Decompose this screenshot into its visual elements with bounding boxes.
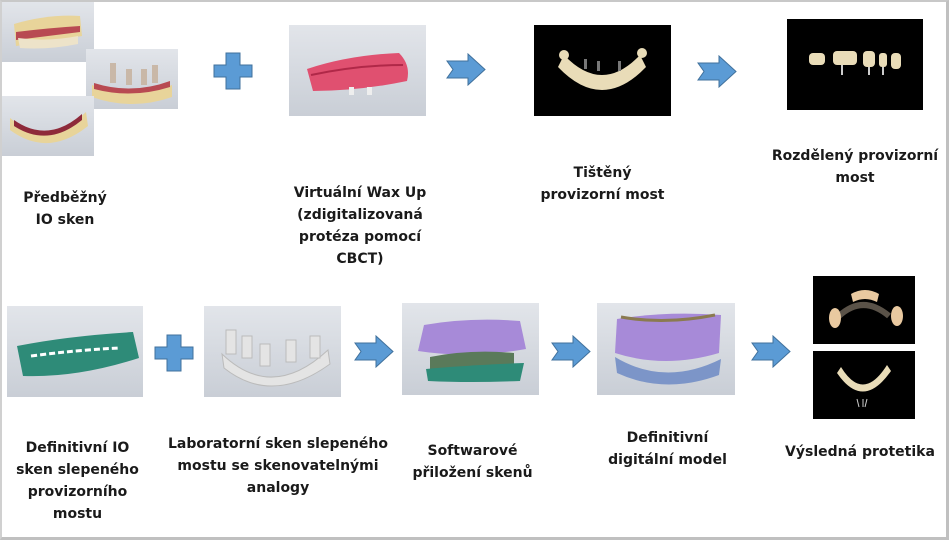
label-line: protéza pomocí — [298, 229, 422, 245]
label-line: digitální model — [608, 452, 727, 468]
label-line: Tištěný — [573, 165, 632, 181]
definitive-digital-model-image — [597, 303, 735, 395]
preliminary-io-scan-image-lower — [2, 96, 94, 156]
label-line: Výsledná protetika — [785, 444, 935, 460]
step-label-definitive-digital-model: Definitivní digitální model — [600, 427, 735, 471]
arrow-right-icon — [551, 335, 591, 368]
step-label-split-provisional-bridge: Rozdělený provizorní most — [770, 145, 940, 189]
step-label-preliminary-io-scan: Předběžný IO sken — [10, 187, 120, 231]
label-line: provizorního — [27, 484, 128, 500]
label-line: Předběžný — [23, 190, 107, 206]
step-label-definitive-io-scan: Definitivní IO sken slepeného provizorní… — [10, 437, 145, 525]
final-prosthetics-image-top — [813, 276, 915, 344]
plus-icon — [213, 52, 253, 90]
label-line: most — [835, 170, 875, 186]
label-line: Softwarové — [427, 443, 518, 459]
label-line: sken slepeného — [16, 462, 139, 478]
lab-scan-image — [204, 306, 341, 397]
step-label-virtual-wax-up: Virtuální Wax Up (zdigitalizovaná protéz… — [280, 182, 440, 270]
final-prosthetics-image-bottom — [813, 351, 915, 419]
arrow-right-icon — [446, 53, 486, 86]
split-provisional-bridge-image — [787, 19, 923, 110]
label-line: IO sken — [35, 212, 95, 228]
definitive-io-scan-image — [7, 306, 143, 397]
label-line: provizorní most — [540, 187, 665, 203]
printed-provisional-bridge-image — [534, 25, 671, 116]
software-overlay-image — [402, 303, 539, 395]
label-line: mostu se skenovatelnými — [177, 458, 379, 474]
label-line: Rozdělený provizorní — [771, 148, 939, 164]
label-line: mostu — [52, 506, 103, 522]
label-line: Laboratorní sken slepeného — [168, 436, 389, 452]
step-label-final-prosthetics: Výsledná protetika — [780, 441, 940, 463]
label-line: Definitivní — [626, 430, 709, 446]
step-label-lab-scan: Laboratorní sken slepeného mostu se sken… — [168, 433, 388, 499]
arrow-right-icon — [697, 55, 737, 88]
plus-icon — [154, 334, 194, 372]
step-label-printed-provisional-bridge: Tištěný provizorní most — [530, 162, 675, 206]
label-line: analogy — [246, 480, 310, 496]
arrow-right-icon — [354, 335, 394, 368]
label-line: (zdigitalizovaná — [297, 207, 423, 223]
preliminary-io-scan-image-implants — [86, 49, 178, 109]
arrow-right-icon — [751, 335, 791, 368]
label-line: Virtuální Wax Up — [293, 185, 427, 201]
label-line: CBCT) — [336, 251, 384, 267]
label-line: Definitivní IO — [25, 440, 130, 456]
label-line: přiložení skenů — [412, 465, 533, 481]
virtual-wax-up-image — [289, 25, 426, 116]
preliminary-io-scan-image-upper — [2, 2, 94, 62]
step-label-software-overlay: Softwarové přiložení skenů — [400, 440, 545, 484]
